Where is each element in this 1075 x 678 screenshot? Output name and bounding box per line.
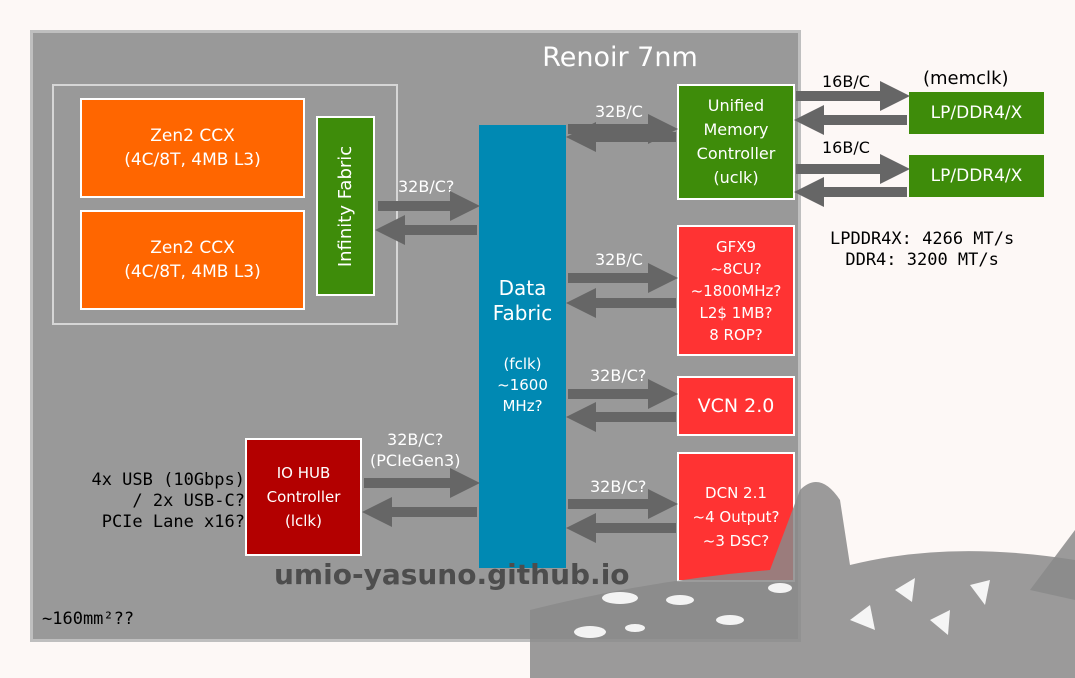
link-label-dcn: 32B/C? — [590, 477, 647, 496]
link-label-gfx: 32B/C — [595, 250, 643, 269]
memclk-label: (memclk) — [923, 68, 1009, 89]
vcn-block: VCN 2.0 — [677, 376, 795, 436]
infinity-fabric: Infinity Fabric — [316, 116, 375, 296]
die-area-label: ~160mm²?? — [42, 609, 135, 629]
data-fabric-title: Data Fabric — [492, 276, 553, 325]
zen2-ccx-1: Zen2 CCX (4C/8T, 4MB L3) — [80, 98, 305, 198]
shark-mascot-icon — [530, 482, 1075, 678]
link-label-if-df: 32B/C? — [398, 177, 455, 196]
data-fabric: Data Fabric (fclk) ~1600 MHz? — [479, 125, 566, 568]
gfx9-block: GFX9 ~8CU? ~1800MHz? L2$ 1MB? 8 ROP? — [677, 225, 795, 356]
memory-speeds: LPDDR4X: 4266 MT/s DDR4: 3200 MT/s — [830, 229, 1015, 270]
zen2-ccx-2: Zen2 CCX (4C/8T, 4MB L3) — [80, 210, 305, 310]
link-label-umc: 32B/C — [595, 102, 643, 121]
die-title: Renoir 7nm — [542, 42, 698, 73]
io-interfaces-text: 4x USB (10Gbps) / 2x USB-C? PCIe Lane x1… — [91, 470, 245, 532]
unified-memory-controller: Unified Memory Controller (uclk) — [677, 84, 795, 200]
data-fabric-clock: (fclk) ~1600 MHz? — [497, 355, 548, 415]
mem-link-label-1: 16B/C — [822, 72, 870, 91]
memory-channel-1: LP/DDR4/X — [909, 92, 1044, 134]
io-hub-controller: IO HUB Controller (lclk) — [245, 438, 362, 556]
mem-link-label-2: 16B/C — [822, 138, 870, 157]
watermark-text: umio-yasuno.github.io — [274, 558, 630, 591]
link-label-vcn: 32B/C? — [590, 366, 647, 385]
memory-channel-2: LP/DDR4/X — [909, 155, 1044, 197]
link-label-io: 32B/C? (PCIeGen3) — [370, 430, 461, 470]
